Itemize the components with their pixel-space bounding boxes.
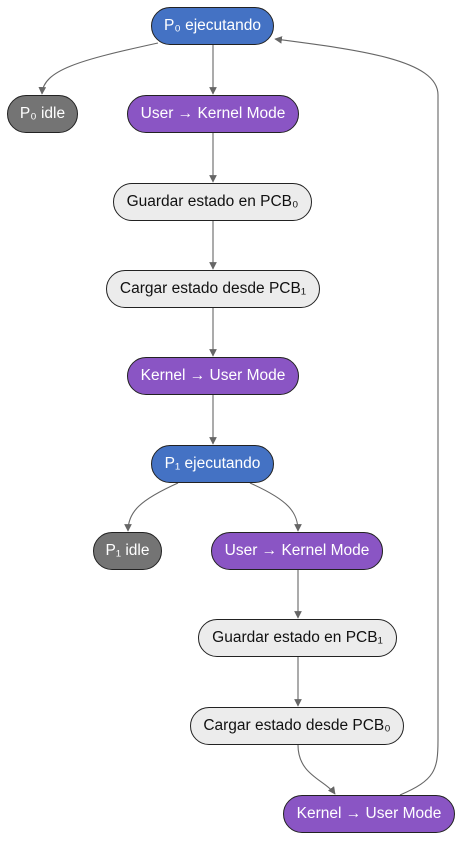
edge-p0run-p0idle [38, 42, 159, 95]
node-p1-running: P₁ ejecutando [151, 445, 274, 483]
node-p0-running: P₀ ejecutando [151, 7, 274, 45]
edge-p1run-uk2 [249, 482, 302, 532]
node-user-to-kernel-1: User → Kernel Mode [127, 95, 299, 133]
node-load-pcb0: Cargar estado desde PCB₀ [190, 707, 404, 745]
node-save-pcb0: Guardar estado en PCB₀ [113, 183, 312, 221]
node-load-pcb1: Cargar estado desde PCB₁ [106, 270, 320, 308]
edge-p1run-p1idle [124, 482, 179, 532]
node-user-to-kernel-2: User → Kernel Mode [211, 532, 383, 570]
node-save-pcb1: Guardar estado en PCB₁ [198, 619, 397, 657]
node-p0-idle: P₀ idle [7, 95, 78, 133]
edge-ku2-p0run [274, 36, 439, 796]
edge-load0-ku2 [297, 744, 336, 795]
node-kernel-to-user-1: Kernel → User Mode [127, 357, 299, 395]
node-kernel-to-user-2: Kernel → User Mode [283, 795, 455, 833]
node-p1-idle: P₁ idle [93, 532, 162, 570]
